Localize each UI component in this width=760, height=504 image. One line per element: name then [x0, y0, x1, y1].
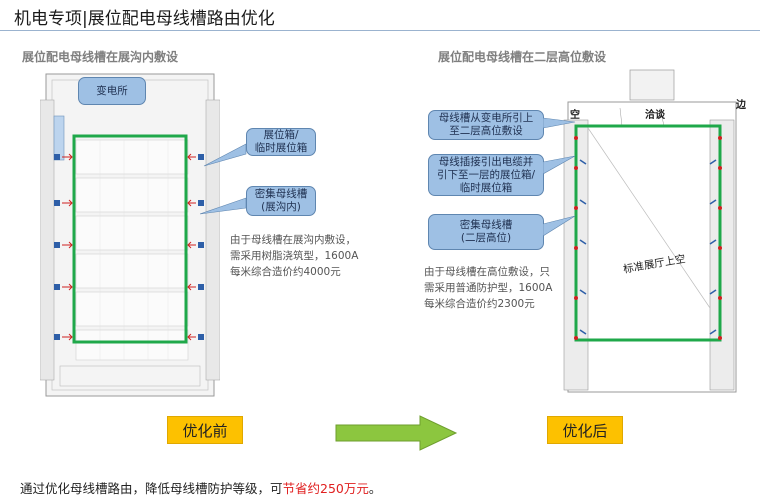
footer-text: 通过优化母线槽路由，降低母线槽防护等级，可: [20, 481, 283, 496]
after-optimization-button: 优化后: [547, 416, 623, 444]
optimization-arrow-icon: [335, 415, 458, 451]
left-description: 由于母线槽在展沟内敷设， 需采用树脂浇筑型，1600A 每米综合造价约4000元: [230, 234, 359, 278]
plan-label-kong: 空: [570, 110, 580, 121]
callout-plug-box: 母线插接引出电缆并 引下至一层的展位箱/ 临时展位箱: [428, 154, 544, 196]
plan-label-qiatan: 洽谈: [645, 110, 665, 121]
callout-substation: 变电所: [78, 77, 146, 105]
right-floor-plan: [563, 69, 737, 393]
left-floor-plan: [40, 73, 220, 397]
right-callout-pointers: [543, 117, 576, 237]
plan-label-bian: 边: [736, 100, 746, 111]
footer-savings: 节省约250万元: [282, 481, 369, 496]
right-description: 由于母线槽在高位敷设，只 需采用普通防护型，1600A 每米综合造价约2300元: [424, 266, 553, 310]
before-optimization-button: 优化前: [167, 416, 243, 444]
callout-busway-high: 密集母线槽 (二层高位): [428, 214, 544, 250]
left-callout-pointers: [200, 143, 247, 215]
right-subtitle: 展位配电母线槽在二层高位敷设: [438, 50, 607, 64]
callout-booth-box: 展位箱/ 临时展位箱: [246, 128, 316, 156]
callout-from-substation: 母线槽从变电所引上 至二层高位敷设: [428, 110, 544, 140]
footer-end: 。: [368, 481, 382, 496]
callout-busway-trench: 密集母线槽 (展沟内): [246, 186, 316, 216]
footer-summary: 通过优化母线槽路由，降低母线槽防护等级，可节省约250万元。: [20, 478, 381, 497]
page-title: 机电专项|展位配电母线槽路由优化: [14, 9, 275, 29]
title-divider: [0, 30, 760, 31]
left-subtitle: 展位配电母线槽在展沟内敷设: [22, 50, 179, 64]
